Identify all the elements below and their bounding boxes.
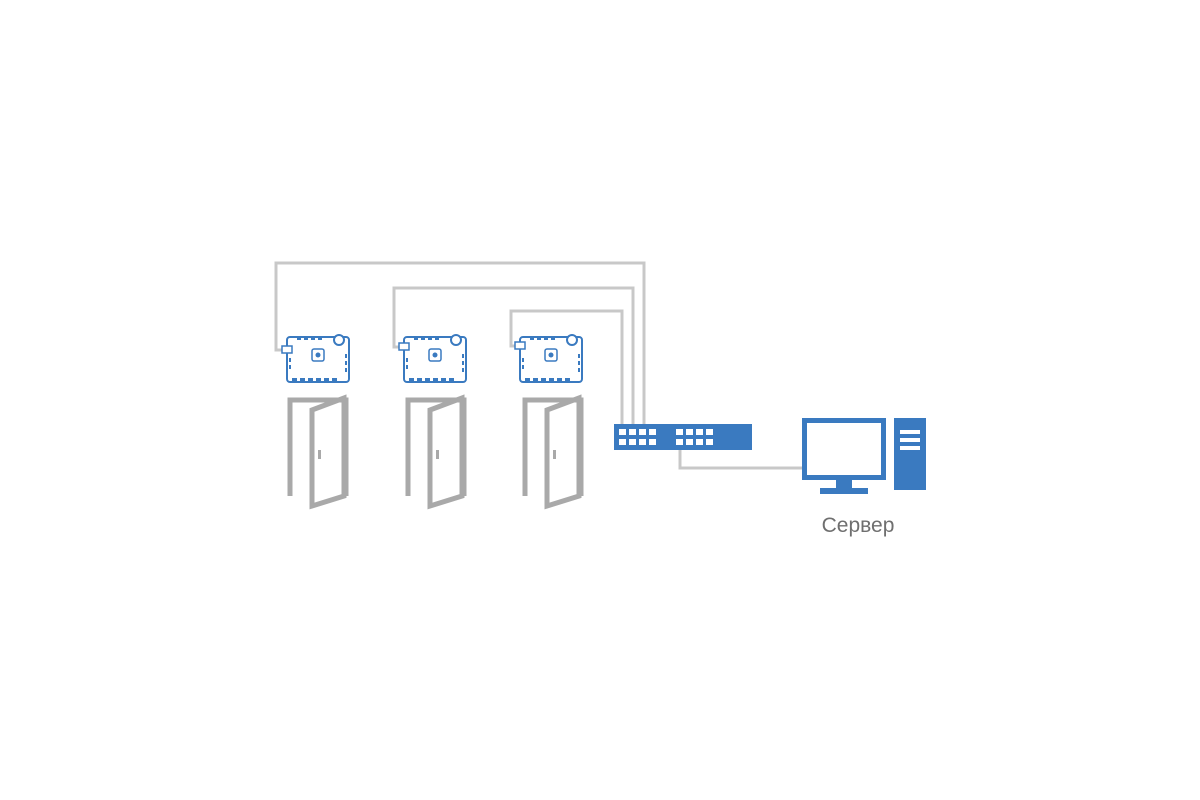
controller-board-icon [398, 334, 467, 383]
door-icon [522, 394, 584, 510]
controller-board-icon [514, 334, 583, 383]
cable-controller-1 [274, 261, 646, 428]
controller-board-icon [281, 334, 350, 383]
pc-tower-icon [894, 418, 926, 490]
cables [274, 261, 803, 470]
cable-controller-2 [392, 286, 635, 428]
cable-switch-to-server [678, 445, 803, 470]
cable-controller-3 [509, 309, 624, 428]
server-label: Сервер [821, 514, 895, 537]
monitor-icon [802, 418, 886, 494]
door-icon [405, 394, 467, 510]
door-icon [287, 394, 349, 510]
network-switch-icon [614, 424, 752, 450]
